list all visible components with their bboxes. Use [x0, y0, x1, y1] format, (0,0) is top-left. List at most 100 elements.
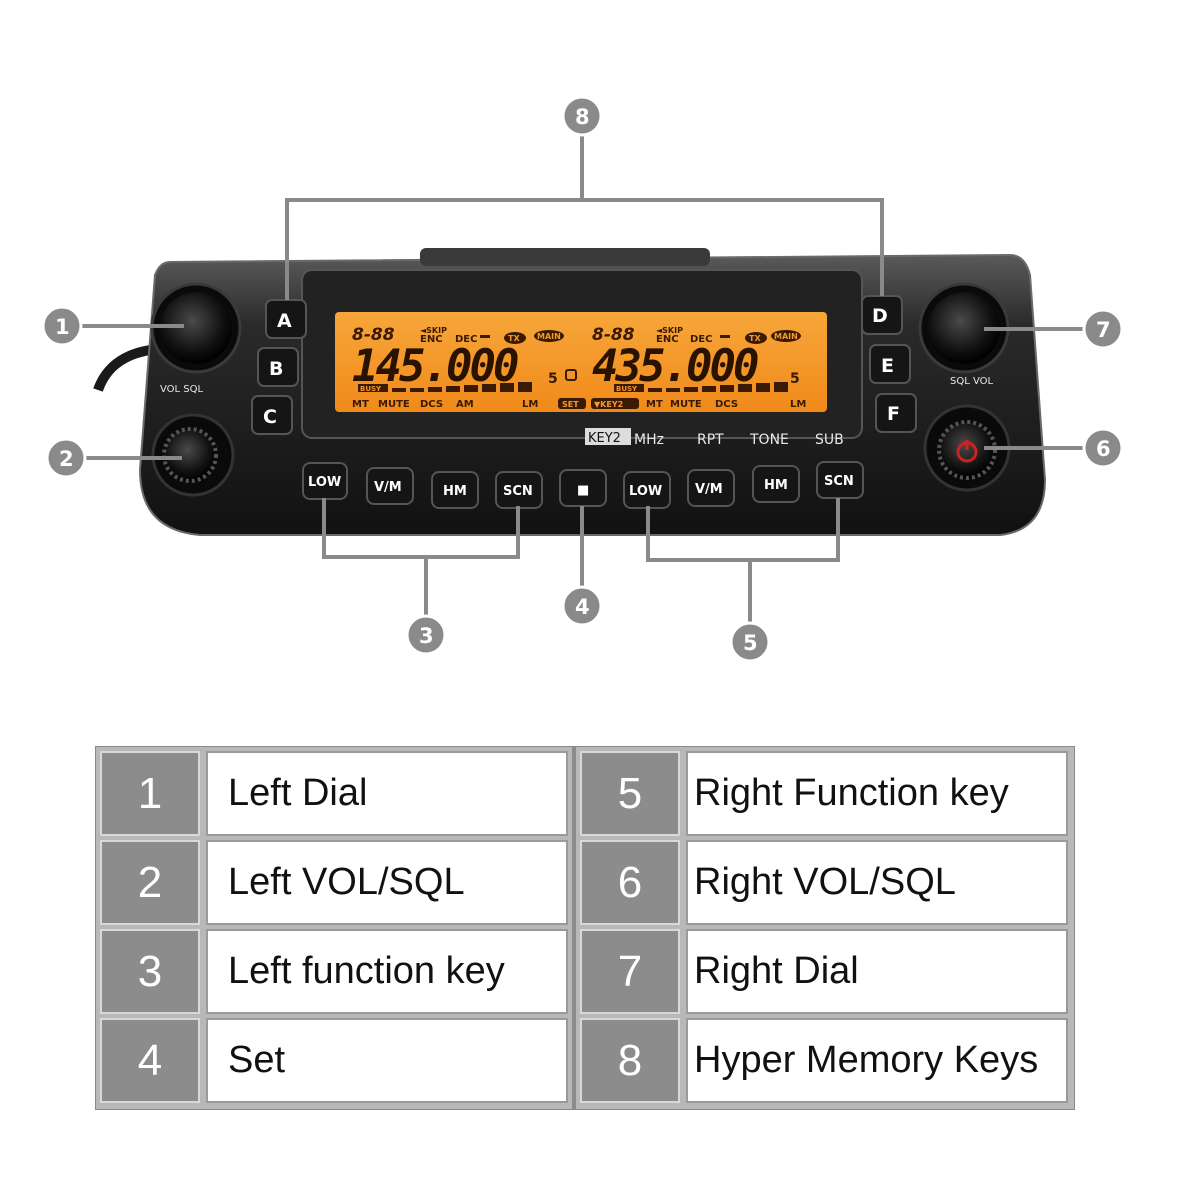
svg-text:C: C — [263, 406, 277, 428]
svg-text:AM: AM — [456, 399, 474, 410]
legend-row: 5 Right Function key — [580, 751, 1068, 836]
svg-text:SCN: SCN — [503, 484, 533, 499]
memory-key-b[interactable]: B — [257, 347, 299, 387]
legend-label: Left VOL/SQL — [206, 840, 568, 925]
svg-text:MUTE: MUTE — [378, 399, 410, 410]
svg-text:DCS: DCS — [715, 399, 738, 410]
svg-text:■: ■ — [577, 483, 589, 498]
lcd-left-freq-suffix: 5 — [548, 371, 558, 387]
legend-row: 3 Left function key — [100, 929, 580, 1014]
svg-text:2: 2 — [59, 447, 74, 471]
memory-key-f[interactable]: F — [875, 393, 917, 433]
legend-row: 1 Left Dial — [100, 751, 580, 836]
legend-label: Hyper Memory Keys — [686, 1018, 1068, 1103]
lcd-right-channel: 8-88 — [592, 325, 635, 345]
svg-text:5: 5 — [743, 631, 758, 655]
lcd-right-skip: ◄SKIP — [656, 326, 683, 335]
svg-text:E: E — [881, 355, 894, 377]
lcd-right-enc: ENC — [656, 334, 679, 345]
lcd-right-main: MAIN — [774, 332, 798, 341]
lcd-left-busy: BUSY — [360, 385, 382, 393]
legend-label: Right Dial — [686, 929, 1068, 1014]
callout-5: 5 — [729, 621, 771, 663]
panel-key2-badge: KEY2 — [588, 431, 621, 446]
svg-text:8: 8 — [575, 105, 590, 129]
lcd-right-signal-meter — [648, 382, 788, 392]
memory-key-d[interactable]: D — [861, 295, 903, 335]
radio-diagram: 8-88 ◄SKIP ENC D E C TX MAIN 145.000 5 BUS… — [41, 95, 1124, 663]
set-key[interactable]: ■ — [559, 469, 607, 507]
svg-text:SCN: SCN — [824, 474, 854, 489]
legend-row: 4 Set — [100, 1018, 580, 1103]
lcd-right-frequency: 435.000 — [592, 341, 758, 392]
svg-text:6: 6 — [1096, 437, 1111, 461]
legend-label: Right VOL/SQL — [686, 840, 1068, 925]
legend-right-column: 5 Right Function key 6 Right VOL/SQL 7 R… — [580, 751, 1068, 1107]
memory-key-c[interactable]: C — [251, 395, 293, 435]
left-vol-sql-knob[interactable] — [151, 413, 235, 497]
left-vm-key[interactable]: V/M — [366, 467, 414, 505]
callout-4: 4 — [561, 585, 603, 627]
lcd-set-badge: SET — [562, 400, 579, 409]
svg-text:MUTE: MUTE — [670, 399, 702, 410]
lcd-left-skip: ◄SKIP — [420, 326, 447, 335]
memory-key-e[interactable]: E — [869, 344, 911, 384]
svg-text:LOW: LOW — [308, 475, 341, 490]
top-ridge — [420, 248, 710, 266]
legend-label: Left function key — [206, 929, 568, 1014]
right-vol-sql-knob[interactable] — [923, 404, 1011, 492]
panel-mhz-label: MHz — [634, 432, 664, 448]
lcd-right-indicators: MT MUTE DCS LM — [646, 399, 806, 410]
lcd-left-enc: ENC — [420, 334, 443, 345]
callout-2: 2 — [45, 437, 87, 479]
svg-text:HM: HM — [764, 478, 788, 493]
svg-text:HM: HM — [443, 484, 467, 499]
svg-text:LM: LM — [790, 399, 806, 410]
lcd-key2-badge: ▼KEY2 — [594, 400, 623, 409]
callout-1: 1 — [41, 305, 83, 347]
lcd-left-frequency: 145.000 — [352, 341, 518, 392]
legend-divider — [572, 747, 576, 1109]
left-hm-key[interactable]: HM — [431, 471, 479, 509]
right-knob-label: SQL VOL — [950, 376, 994, 387]
right-dial-knob[interactable] — [918, 282, 1010, 374]
svg-text:V/M: V/M — [374, 480, 402, 495]
legend-number: 4 — [100, 1018, 200, 1103]
memory-key-a[interactable]: A — [265, 299, 307, 339]
svg-text:F: F — [887, 403, 900, 425]
lcd-right-tx: TX — [749, 334, 761, 343]
svg-text:D: D — [872, 305, 888, 327]
lcd-left-tx: TX — [508, 334, 520, 343]
svg-text:7: 7 — [1096, 318, 1111, 342]
right-hm-key[interactable]: HM — [752, 465, 800, 503]
lcd-right-freq-suffix: 5 — [790, 371, 800, 387]
panel-rpt-label: RPT — [697, 432, 724, 448]
lcd-left-channel: 8-88 — [352, 325, 395, 345]
callout-3: 3 — [405, 614, 447, 656]
callout-6: 6 — [1082, 427, 1124, 469]
left-low-key[interactable]: LOW — [302, 462, 348, 500]
callout-7: 7 — [1082, 308, 1124, 350]
lcd-left-indicators: MT MUTE DCS AM LM — [352, 399, 538, 410]
panel-tone-label: TONE — [749, 432, 789, 448]
svg-text:LOW: LOW — [629, 484, 662, 499]
legend-label: Set — [206, 1018, 568, 1103]
lcd-left-main: MAIN — [537, 332, 561, 341]
left-dial-knob[interactable] — [150, 282, 242, 374]
legend-number: 5 — [580, 751, 680, 836]
legend-number: 3 — [100, 929, 200, 1014]
legend-number: 6 — [580, 840, 680, 925]
svg-text:4: 4 — [575, 595, 590, 619]
svg-text:A: A — [277, 310, 292, 332]
right-scn-key[interactable]: SCN — [816, 461, 864, 499]
leader-lines — [80, 135, 1086, 624]
left-scn-key[interactable]: SCN — [495, 471, 543, 509]
svg-text:MT: MT — [352, 399, 369, 410]
right-low-key[interactable]: LOW — [623, 471, 671, 509]
legend-number: 2 — [100, 840, 200, 925]
left-knob-label: VOL SQL — [160, 384, 204, 395]
power-cable — [93, 345, 151, 392]
svg-text:1: 1 — [55, 315, 70, 339]
panel-sub-label: SUB — [815, 432, 844, 448]
right-vm-key[interactable]: V/M — [687, 469, 735, 507]
